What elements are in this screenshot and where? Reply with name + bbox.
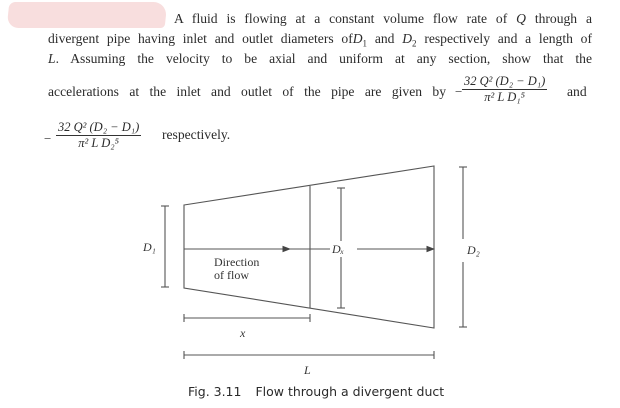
line1-justify: A fluid is flowing at a constant volume …	[174, 9, 592, 29]
var-d2: D	[402, 31, 413, 46]
outlet-denominator: π² L D₂⁵	[78, 136, 119, 150]
line3-text: . Assuming the velocity to be axial and …	[55, 51, 592, 66]
inlet-acceleration-formula: 32 Q² (D₂ − D₁) π² L D₁⁵	[462, 74, 548, 105]
var-l: L	[48, 51, 56, 66]
inlet-denominator: π² L D₁⁵	[484, 90, 525, 104]
label-of-flow: of flow	[214, 268, 249, 282]
caption-text: Flow through a divergent duct	[255, 384, 445, 399]
label-d1: D₁	[143, 240, 156, 254]
problem-line-3: L. Assuming the velocity to be axial and…	[48, 49, 592, 69]
var-d1-sub: 1	[362, 38, 368, 49]
line2-justify: divergent pipe having inlet and outlet d…	[48, 29, 592, 54]
line1-end: through a	[534, 11, 592, 26]
label-d2: D₂	[467, 243, 480, 257]
problem-line-2: divergent pipe having inlet and outlet d…	[48, 29, 592, 54]
duct-outline	[183, 165, 435, 329]
figure-caption: Fig. 3.11 Flow through a divergent duct	[188, 384, 444, 399]
label-l: L	[304, 363, 311, 377]
line1-text: A fluid is flowing at a constant volume …	[174, 11, 508, 26]
line2-text: divergent pipe having inlet and outlet d…	[48, 31, 353, 46]
inlet-formula-sign: −	[455, 84, 463, 99]
line2-and: and	[374, 31, 395, 46]
var-d1: D	[352, 31, 363, 46]
var-d2-sub: 2	[412, 38, 417, 49]
respectively-label: respectively.	[162, 127, 231, 142]
label-dx: Dₓ	[332, 242, 345, 256]
outlet-numerator: 32 Q² (D₂ − D₁)	[56, 120, 142, 136]
line3-justify: L. Assuming the velocity to be axial and…	[48, 49, 592, 69]
caption-number: Fig. 3.11	[188, 384, 242, 399]
label-x: x	[240, 326, 246, 340]
problem-line-1: A fluid is flowing at a constant volume …	[174, 9, 592, 29]
outlet-formula-sign: −	[44, 131, 52, 146]
inlet-numerator: 32 Q² (D₂ − D₁)	[462, 74, 548, 90]
label-direction: Direction	[214, 255, 260, 269]
outlet-acceleration-formula: 32 Q² (D₂ − D₁) π² L D₂⁵	[56, 120, 142, 151]
var-q: Q	[516, 11, 526, 26]
line2-end: respectively and a length of	[424, 31, 592, 46]
line4-text: accelerations at the inlet and outlet of…	[48, 84, 446, 99]
and-label: and	[567, 84, 587, 99]
